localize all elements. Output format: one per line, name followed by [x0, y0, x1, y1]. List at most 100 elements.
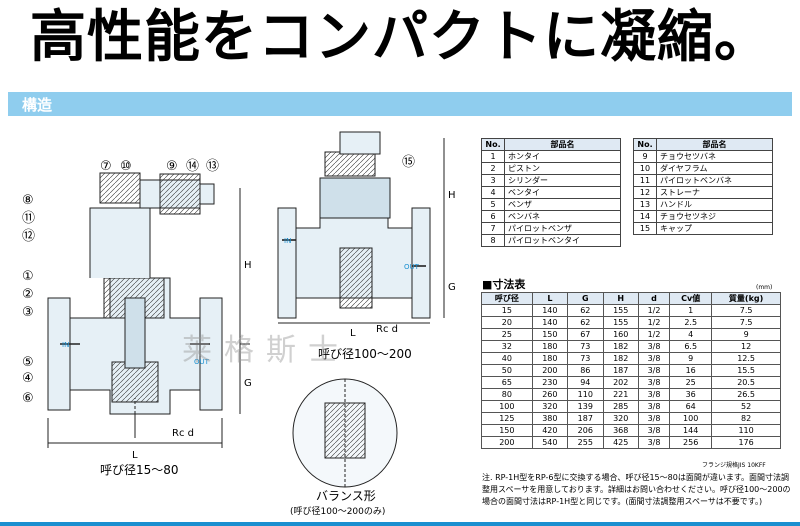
dims-cell: 187	[602, 364, 639, 377]
dims-cell: 260	[531, 388, 569, 401]
dims-cell: 16	[669, 364, 713, 377]
headline: 高性能をコンパクトに凝縮。	[30, 5, 771, 70]
parts-header-name: 部品名	[656, 138, 773, 151]
footnote: 注. RP-1H型をRP-6型に交換する場合、呼び径15～80は面間が違います。…	[482, 473, 791, 506]
bottom-rule	[0, 522, 800, 526]
dims-cell: 62	[567, 304, 604, 317]
dims-cell: 200	[481, 436, 533, 449]
dims-cell: 4	[669, 328, 713, 341]
dims-cell: 540	[531, 436, 569, 449]
dims-cell: 62	[567, 316, 604, 329]
dims-cell: 420	[531, 424, 569, 437]
dims-cell: 256	[669, 436, 713, 449]
dims-cell: 20.5	[711, 376, 781, 389]
dims-unit: (mm)	[756, 284, 773, 291]
part-no: 5	[481, 198, 505, 211]
dims-cell: 144	[669, 424, 713, 437]
dims-cell: 320	[602, 412, 639, 425]
callout-2: ②	[22, 287, 34, 302]
callout-5: ⑤	[22, 355, 34, 370]
dim-G-left: G	[244, 378, 252, 389]
part-no: 6	[481, 210, 505, 223]
callout-4: ④	[22, 371, 34, 386]
section-title: 構造	[22, 96, 53, 114]
dims-header: H	[602, 292, 639, 305]
dims-cell: 1/2	[637, 316, 671, 329]
dims-cell: 3/8	[637, 340, 671, 353]
balance-detail	[292, 378, 398, 488]
dims-cell: 182	[602, 352, 639, 365]
dims-cell: 155	[602, 316, 639, 329]
dims-cell: 7.5	[711, 304, 781, 317]
callout-13: ⑬	[206, 159, 219, 174]
dims-cell: 150	[531, 328, 569, 341]
dims-cell: 176	[711, 436, 781, 449]
dims-cell: 3/8	[637, 436, 671, 449]
dims-cell: 80	[481, 388, 533, 401]
dims-cell: 1/2	[637, 328, 671, 341]
part-name: チョウセツネジ	[656, 210, 773, 223]
valve-drawing: ⑦ ⑩ ⑨ ⑭ ⑬ ⑧ ⑪ ⑫ ① ② ③ ⑤ ④ ⑥ ⑮ H G L Rc d…	[22, 131, 456, 517]
dims-cell: 50	[481, 364, 533, 377]
dims-cell: 15	[481, 304, 533, 317]
dims-cell: 73	[567, 340, 604, 353]
dims-cell: 3/8	[637, 424, 671, 437]
balance-sub: (呼び径100～200のみ)	[290, 505, 385, 517]
balance-title: バランス形	[316, 489, 376, 503]
dims-cell: 255	[567, 436, 604, 449]
dims-cell: 187	[567, 412, 604, 425]
dims-cell: 100	[669, 412, 713, 425]
callout-7: ⑦	[100, 159, 112, 174]
dims-cell: 139	[567, 400, 604, 413]
part-name: ベンバネ	[504, 210, 621, 223]
dims-cell: 100	[481, 400, 533, 413]
section-bar: 構造	[8, 92, 792, 116]
right-valve-section	[277, 131, 445, 324]
dims-cell: 7.5	[711, 316, 781, 329]
dims-cell: 3/8	[637, 376, 671, 389]
part-no: 10	[633, 162, 657, 175]
callout-8: ⑧	[22, 193, 34, 208]
dims-cell: 6.5	[669, 340, 713, 353]
part-no: 4	[481, 186, 505, 199]
dims-cell: 20	[481, 316, 533, 329]
dims-cell: 380	[531, 412, 569, 425]
dims-cell: 140	[531, 316, 569, 329]
dims-cell: 3/8	[637, 364, 671, 377]
dims-cell: 125	[481, 412, 533, 425]
part-no: 11	[633, 174, 657, 187]
dims-cell: 26.5	[711, 388, 781, 401]
part-name: ストレーナ	[656, 186, 773, 199]
part-no: 13	[633, 198, 657, 211]
dims-header: 質量(kg)	[711, 292, 781, 305]
dims-cell: 3/8	[637, 352, 671, 365]
dims-cell: 160	[602, 328, 639, 341]
rc-right: Rc d	[376, 324, 398, 335]
part-no: 3	[481, 174, 505, 187]
dims-cell: 140	[531, 304, 569, 317]
dims-header: Cv値	[669, 292, 713, 305]
callouts: ⑦ ⑩ ⑨ ⑭ ⑬ ⑧ ⑪ ⑫ ① ② ③ ⑤ ④ ⑥ ⑮	[22, 155, 415, 406]
dims-header: G	[567, 292, 604, 305]
dims-title: ■寸法表	[482, 278, 526, 291]
callout-10: ⑩	[120, 159, 132, 174]
dimension-labels: H G L Rc d 呼び径15～80 H G L Rc d 呼び径100～20…	[62, 190, 456, 517]
flange-note: フランジ規格JIS 10KFF	[702, 462, 766, 469]
part-no: 9	[633, 150, 657, 163]
dims-cell: 82	[711, 412, 781, 425]
caption-left: 呼び径15～80	[100, 463, 179, 477]
